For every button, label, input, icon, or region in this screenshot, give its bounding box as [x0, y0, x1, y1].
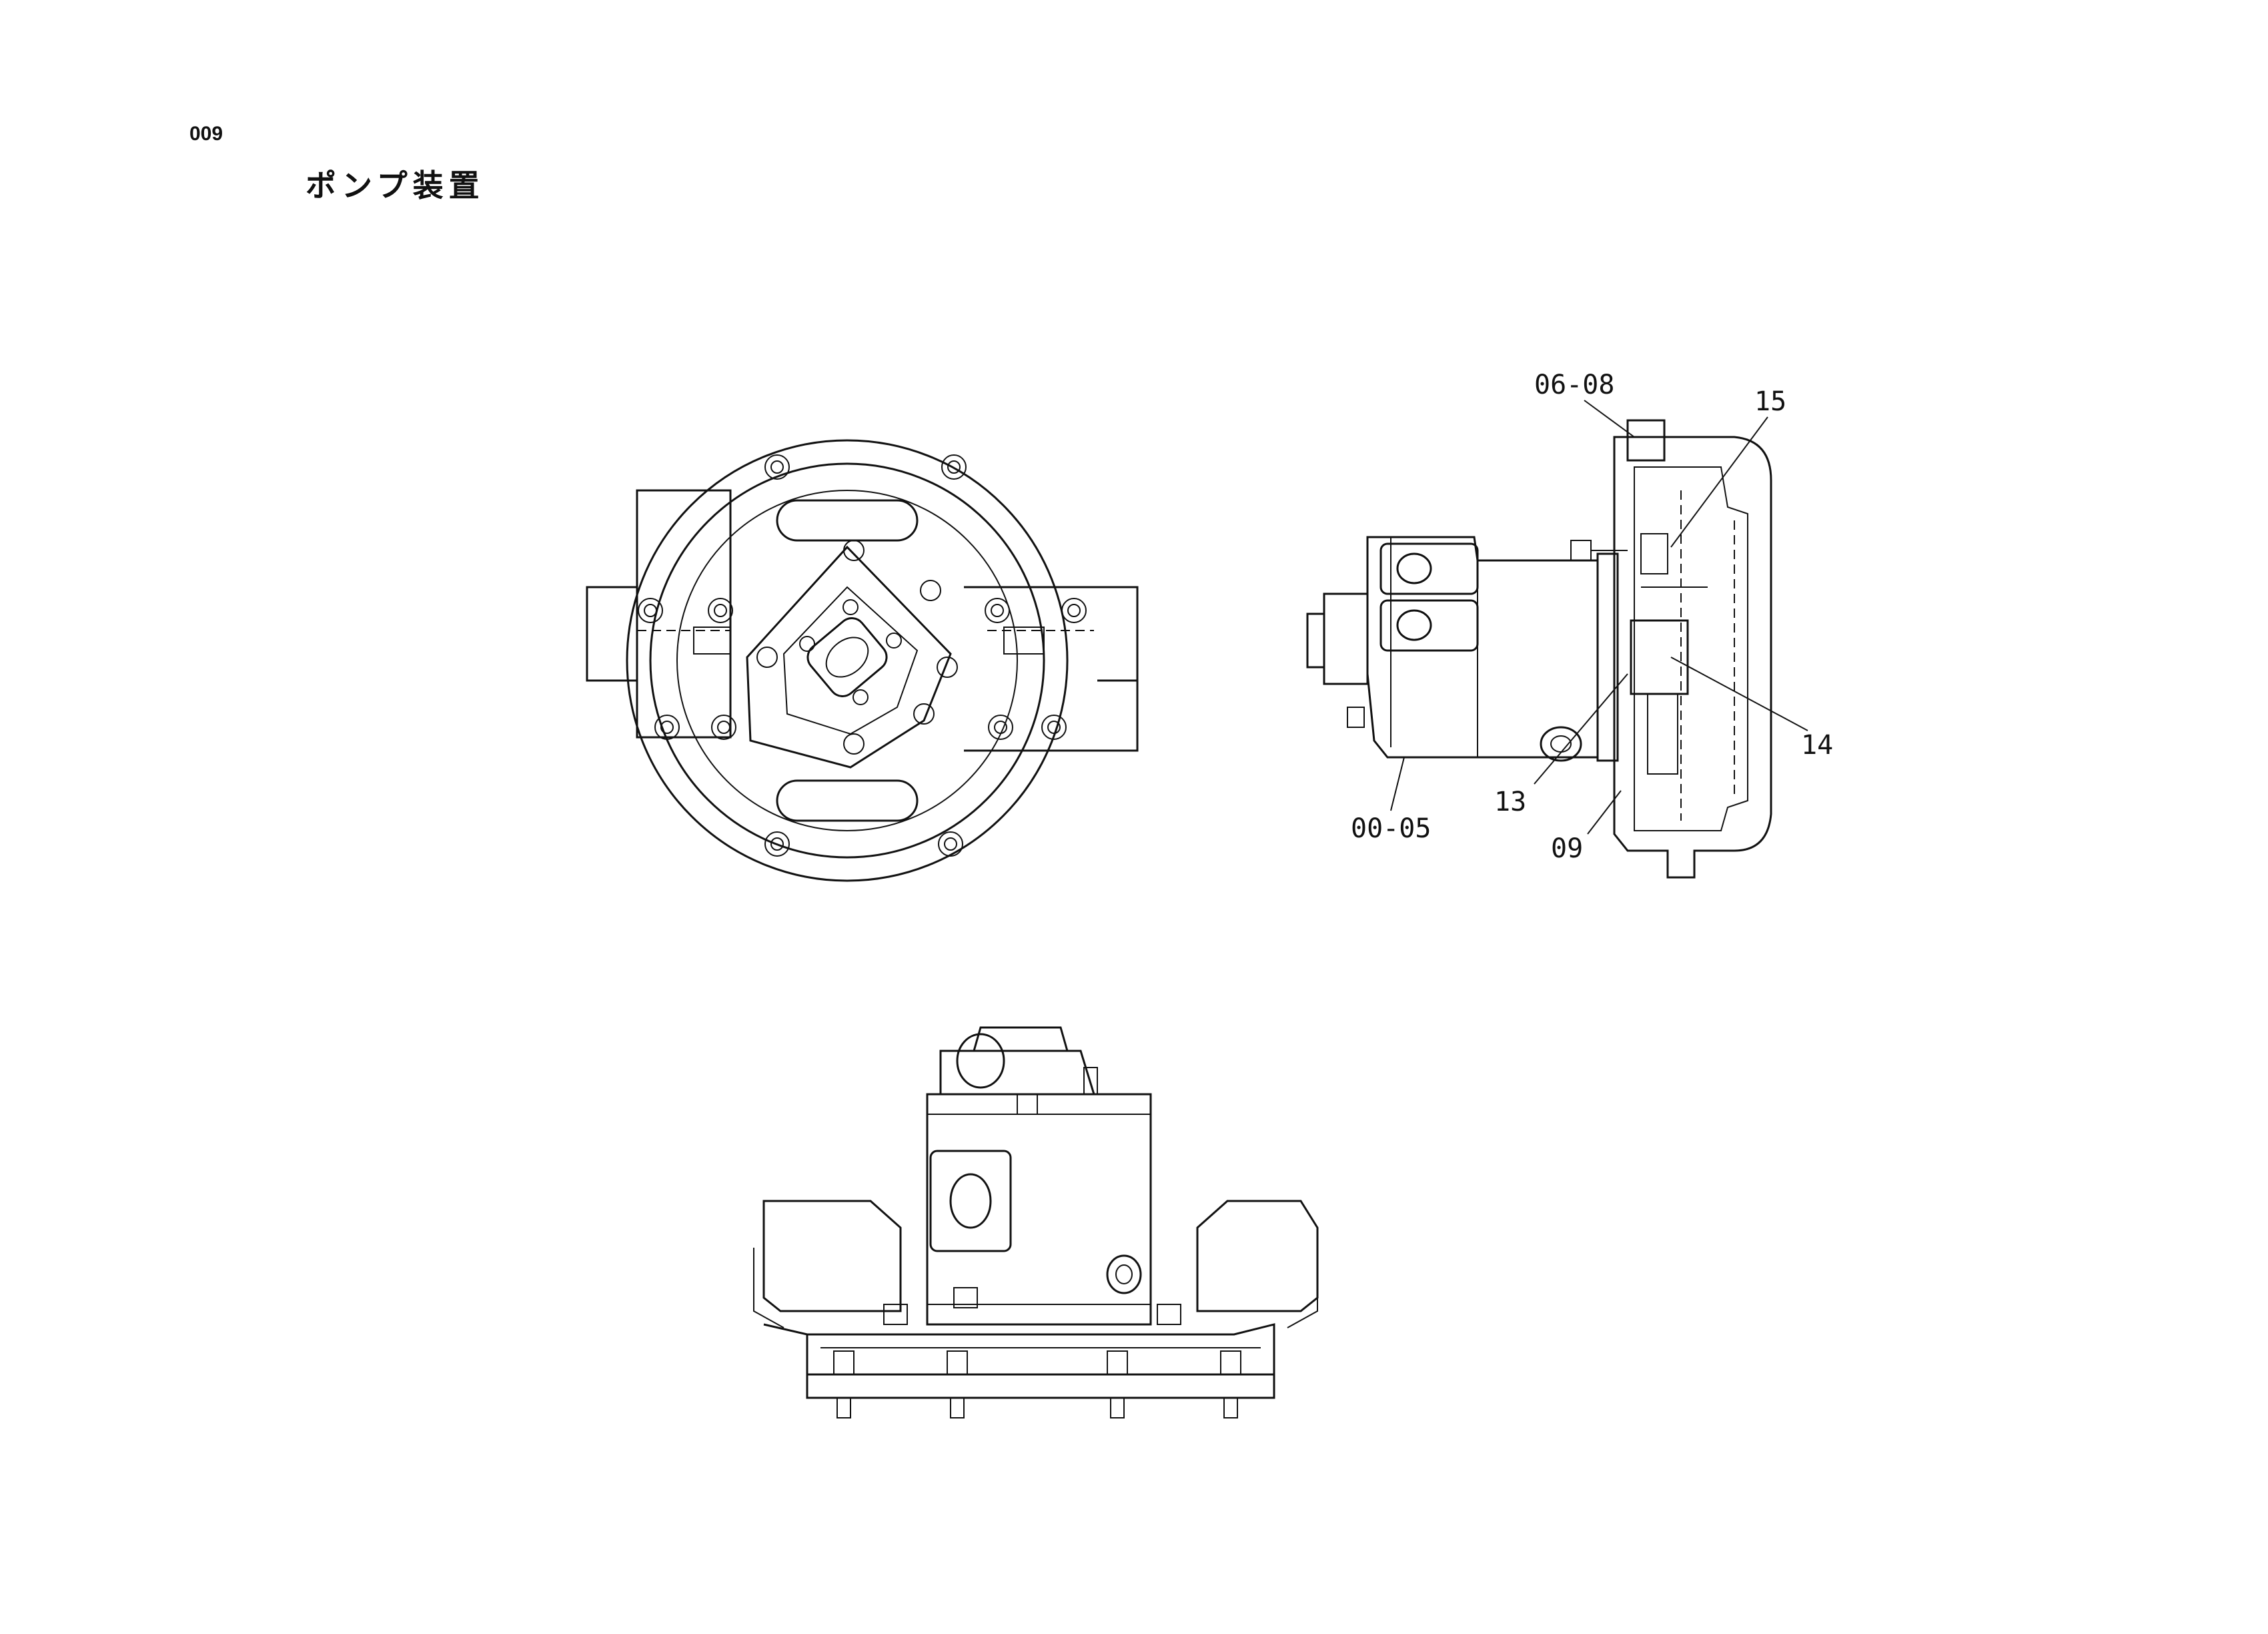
callout-06-08: 06-08 — [1534, 370, 1614, 400]
leader-13 — [1534, 673, 1628, 785]
page-title: ポンプ装置 — [306, 167, 485, 203]
callout-15: 15 — [1754, 386, 1786, 417]
leader-15 — [1670, 416, 1768, 548]
callout-13: 13 — [1494, 787, 1526, 817]
callout-09: 09 — [1551, 833, 1583, 864]
side-view — [1306, 419, 1772, 879]
callout-14: 14 — [1801, 730, 1833, 761]
leader-14 — [1670, 657, 1808, 731]
leader-09 — [1587, 790, 1622, 835]
front-view — [586, 439, 1139, 882]
callout-00-05: 00-05 — [1351, 813, 1431, 844]
leader-06-08 — [1584, 400, 1635, 438]
callouts: 06-08 15 14 13 09 00-05 — [1351, 370, 1833, 864]
leader-00-05 — [1390, 757, 1405, 811]
top-view — [753, 1026, 1319, 1418]
page-number: 009 — [189, 123, 223, 145]
